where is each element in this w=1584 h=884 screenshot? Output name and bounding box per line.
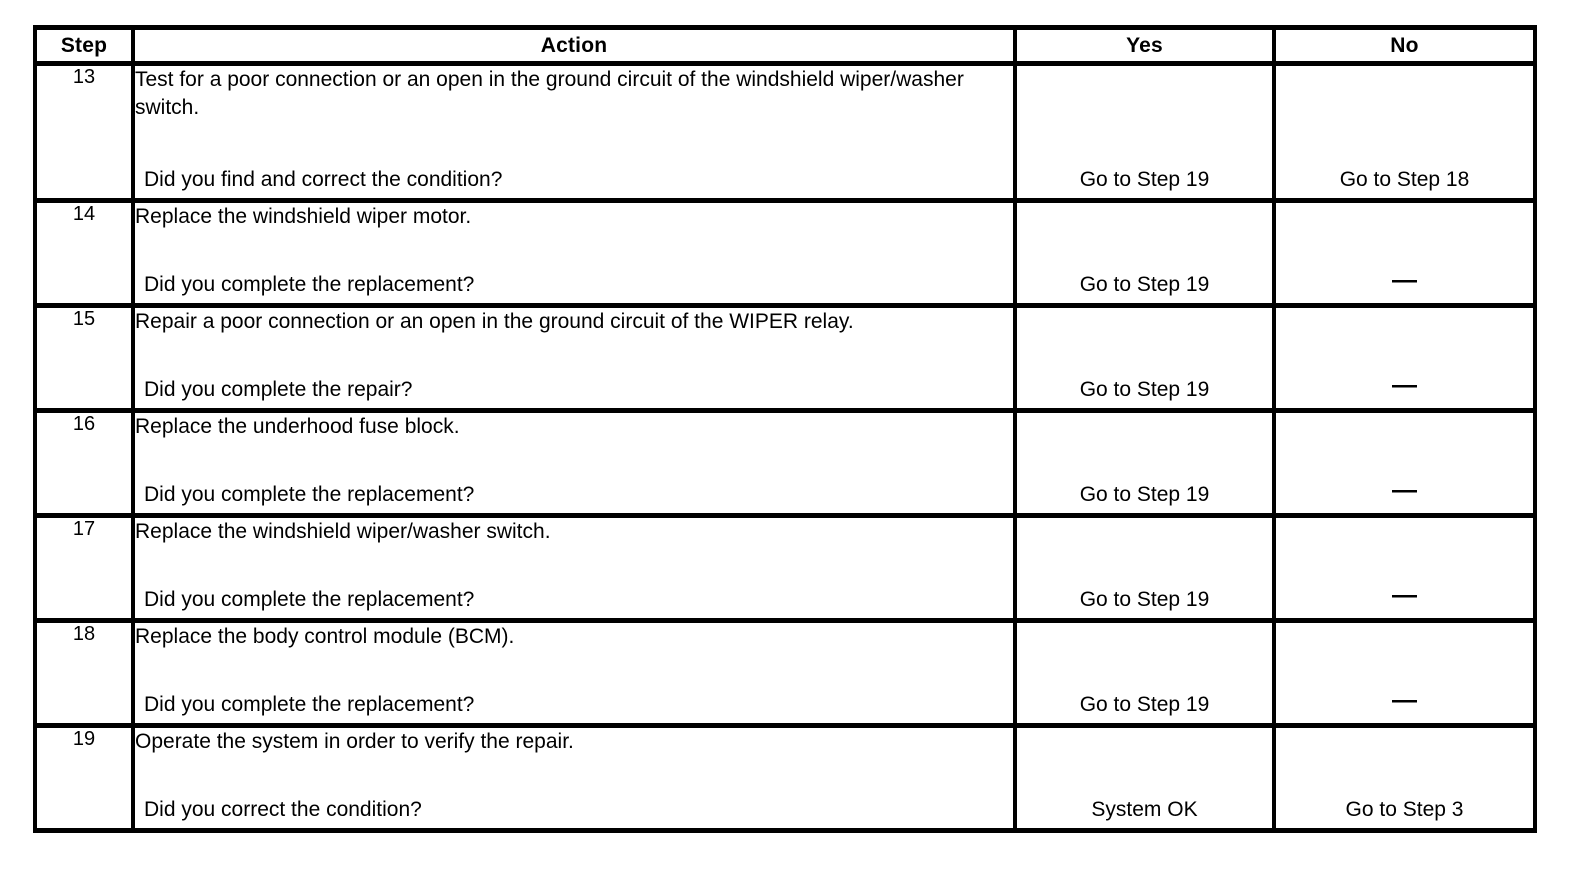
action-cell: Replace the underhood fuse block. Did yo…: [131, 408, 1017, 518]
action-text: Repair a poor connection or an open in t…: [135, 310, 854, 333]
yes-cell: Go to Step 19: [1013, 408, 1276, 518]
action-text: Test for a poor connection or an open in…: [135, 68, 970, 119]
action-cell: Replace the body control module (BCM). D…: [131, 618, 1017, 728]
action-text: Replace the windshield wiper motor.: [135, 205, 472, 228]
step-number: 18: [33, 618, 135, 728]
no-cell: —: [1272, 618, 1537, 728]
action-question: Did you find and correct the condition?: [144, 168, 503, 192]
table-header: Step Action Yes No: [33, 25, 1537, 66]
table-row: 16 Replace the underhood fuse block. Did…: [33, 408, 1537, 518]
yes-value: Go to Step 19: [1079, 168, 1210, 192]
action-cell: Replace the windshield wiper/washer swit…: [131, 513, 1017, 623]
action-question: Did you complete the replacement?: [144, 588, 475, 612]
action-text: Replace the underhood fuse block.: [135, 415, 460, 438]
yes-value: Go to Step 19: [1079, 273, 1210, 297]
no-cell: —: [1272, 513, 1537, 623]
table-row: 15 Repair a poor connection or an open i…: [33, 303, 1537, 413]
column-header-action: Action: [131, 25, 1017, 66]
column-header-step: Step: [33, 25, 135, 66]
yes-cell: Go to Step 19: [1013, 513, 1276, 623]
step-number: 16: [33, 408, 135, 518]
yes-cell: Go to Step 19: [1013, 618, 1276, 728]
no-value: Go to Step 3: [1345, 798, 1464, 822]
no-cell: Go to Step 18: [1272, 61, 1537, 203]
no-value: —: [1392, 371, 1417, 399]
yes-value: System OK: [1091, 798, 1198, 822]
yes-value: Go to Step 19: [1079, 378, 1210, 402]
table-row: 13 Test for a poor connection or an open…: [33, 61, 1537, 203]
action-cell: Repair a poor connection or an open in t…: [131, 303, 1017, 413]
yes-cell: Go to Step 19: [1013, 303, 1276, 413]
column-header-no: No: [1272, 25, 1537, 66]
action-text: Replace the body control module (BCM).: [135, 625, 515, 648]
no-cell: —: [1272, 303, 1537, 413]
table-row: 17 Replace the windshield wiper/washer s…: [33, 513, 1537, 623]
action-question: Did you complete the replacement?: [144, 693, 475, 717]
step-number: 13: [33, 61, 135, 203]
yes-cell: System OK: [1013, 723, 1276, 833]
no-value: Go to Step 18: [1339, 168, 1470, 192]
action-cell: Test for a poor connection or an open in…: [131, 61, 1017, 203]
action-cell: Operate the system in order to verify th…: [131, 723, 1017, 833]
diagnostic-steps-table: Step Action Yes No 13 Test for a poor co…: [33, 25, 1537, 833]
yes-cell: Go to Step 19: [1013, 198, 1276, 308]
yes-value: Go to Step 19: [1079, 483, 1210, 507]
step-number: 17: [33, 513, 135, 623]
yes-cell: Go to Step 19: [1013, 61, 1276, 203]
yes-value: Go to Step 19: [1079, 588, 1210, 612]
table-header-row: Step Action Yes No: [33, 25, 1537, 66]
column-header-yes: Yes: [1013, 25, 1276, 66]
no-value: —: [1392, 581, 1417, 609]
table-body: 13 Test for a poor connection or an open…: [33, 61, 1537, 833]
no-cell: Go to Step 3: [1272, 723, 1537, 833]
action-text: Replace the windshield wiper/washer swit…: [135, 520, 551, 543]
table-row: 14 Replace the windshield wiper motor. D…: [33, 198, 1537, 308]
action-cell: Replace the windshield wiper motor. Did …: [131, 198, 1017, 308]
table-row: 18 Replace the body control module (BCM)…: [33, 618, 1537, 728]
step-number: 14: [33, 198, 135, 308]
step-number: 19: [33, 723, 135, 833]
action-question: Did you complete the repair?: [144, 378, 413, 402]
step-number: 15: [33, 303, 135, 413]
action-text: Operate the system in order to verify th…: [135, 730, 574, 753]
action-question: Did you complete the replacement?: [144, 273, 475, 297]
action-question: Did you complete the replacement?: [144, 483, 475, 507]
yes-value: Go to Step 19: [1079, 693, 1210, 717]
no-value: —: [1392, 686, 1417, 714]
action-question: Did you correct the condition?: [144, 798, 422, 822]
no-value: —: [1392, 266, 1417, 294]
no-cell: —: [1272, 408, 1537, 518]
no-cell: —: [1272, 198, 1537, 308]
table-row: 19 Operate the system in order to verify…: [33, 723, 1537, 833]
no-value: —: [1392, 476, 1417, 504]
